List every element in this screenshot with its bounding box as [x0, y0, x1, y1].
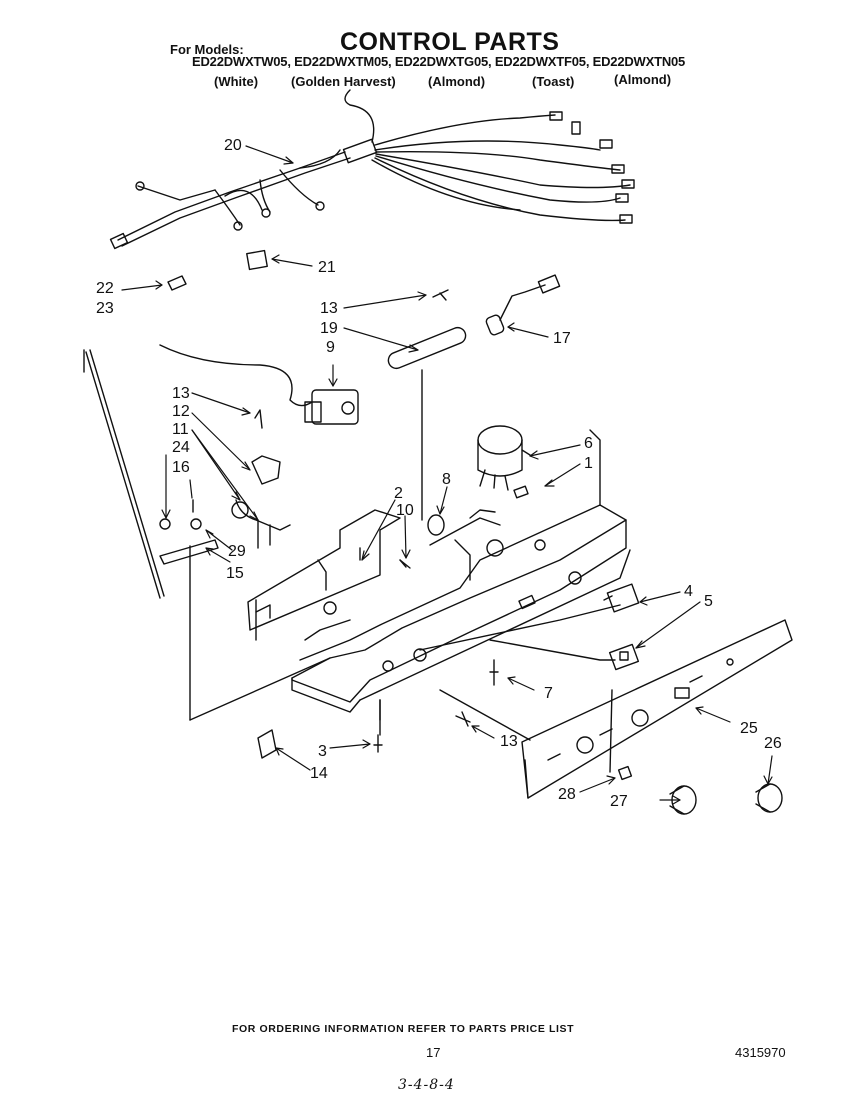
- page-number: 17: [426, 1045, 441, 1060]
- callout-3: 3: [318, 743, 327, 760]
- model-color-5: (Almond): [614, 72, 672, 87]
- control-knob-shaft-part: [477, 425, 531, 491]
- callout-2: 2: [394, 485, 403, 502]
- model-color-4: (Toast): [532, 74, 575, 89]
- callout-9: 9: [326, 339, 335, 356]
- clip-part: [246, 249, 268, 271]
- callout-21: 21: [318, 259, 336, 276]
- callout-20: 20: [224, 137, 242, 154]
- callout-25: 25: [740, 720, 758, 737]
- callout-24: 24: [172, 439, 190, 456]
- callout-13b: 13: [172, 385, 190, 402]
- callout-27: 27: [610, 793, 628, 810]
- callout-10: 10: [396, 502, 414, 519]
- callout-22: 22: [96, 280, 114, 297]
- models-list: ED22DWXTW05, ED22DWXTM05, ED22DWXTG05, E…: [192, 54, 686, 69]
- wiring-harness-part: [109, 89, 635, 250]
- callout-12: 12: [172, 403, 190, 420]
- screw-parts: [373, 559, 499, 753]
- callout-1: 1: [584, 455, 593, 472]
- callout-numbers: 20 21 22 23 13 19 17 9 13 12 11 24 16 6 …: [96, 137, 782, 810]
- callout-7: 7: [544, 685, 553, 702]
- light-assembly-part: [387, 274, 561, 521]
- model-color-2: (Golden Harvest): [291, 74, 396, 89]
- callout-15: 15: [226, 565, 244, 582]
- callout-11: 11: [172, 421, 189, 438]
- document-code: 4315970: [735, 1045, 786, 1060]
- switch-parts: [603, 583, 640, 671]
- bracket-clip-part: [257, 729, 277, 759]
- rod-part: [85, 349, 165, 599]
- callout-13c: 13: [500, 733, 518, 750]
- callout-8: 8: [442, 471, 451, 488]
- retainer-part: [167, 275, 187, 291]
- callout-26: 26: [764, 735, 782, 752]
- for-models-label: For Models:: [170, 42, 244, 57]
- callout-14: 14: [310, 765, 328, 782]
- damper-control-part: [159, 409, 291, 721]
- callout-28: 28: [558, 786, 576, 803]
- callout-6: 6: [584, 435, 593, 452]
- callout-17: 17: [553, 330, 571, 347]
- ordering-info-note: FOR ORDERING INFORMATION REFER TO PARTS …: [232, 1023, 575, 1035]
- knob-parts: [617, 765, 783, 815]
- callout-19: 19: [320, 320, 338, 337]
- callout-13a: 13: [320, 300, 338, 317]
- assembly-outline-lines: [189, 429, 621, 773]
- page-title: CONTROL PARTS: [340, 28, 560, 56]
- control-housing-part: [291, 485, 631, 713]
- callout-5: 5: [704, 593, 713, 610]
- callout-4: 4: [684, 583, 693, 600]
- callout-leader-lines: [121, 145, 773, 805]
- grommet-part: [427, 514, 445, 536]
- callout-23: 23: [96, 300, 114, 317]
- thermostat-part: [159, 344, 359, 425]
- control-panel-part: [521, 619, 793, 799]
- handwritten-note: 3-4-8-4: [398, 1077, 455, 1093]
- callout-16: 16: [172, 459, 190, 476]
- mounting-bracket-part: [247, 509, 407, 631]
- callout-29: 29: [228, 543, 246, 560]
- model-color-1: (White): [214, 74, 259, 89]
- model-color-3: (Almond): [428, 74, 486, 89]
